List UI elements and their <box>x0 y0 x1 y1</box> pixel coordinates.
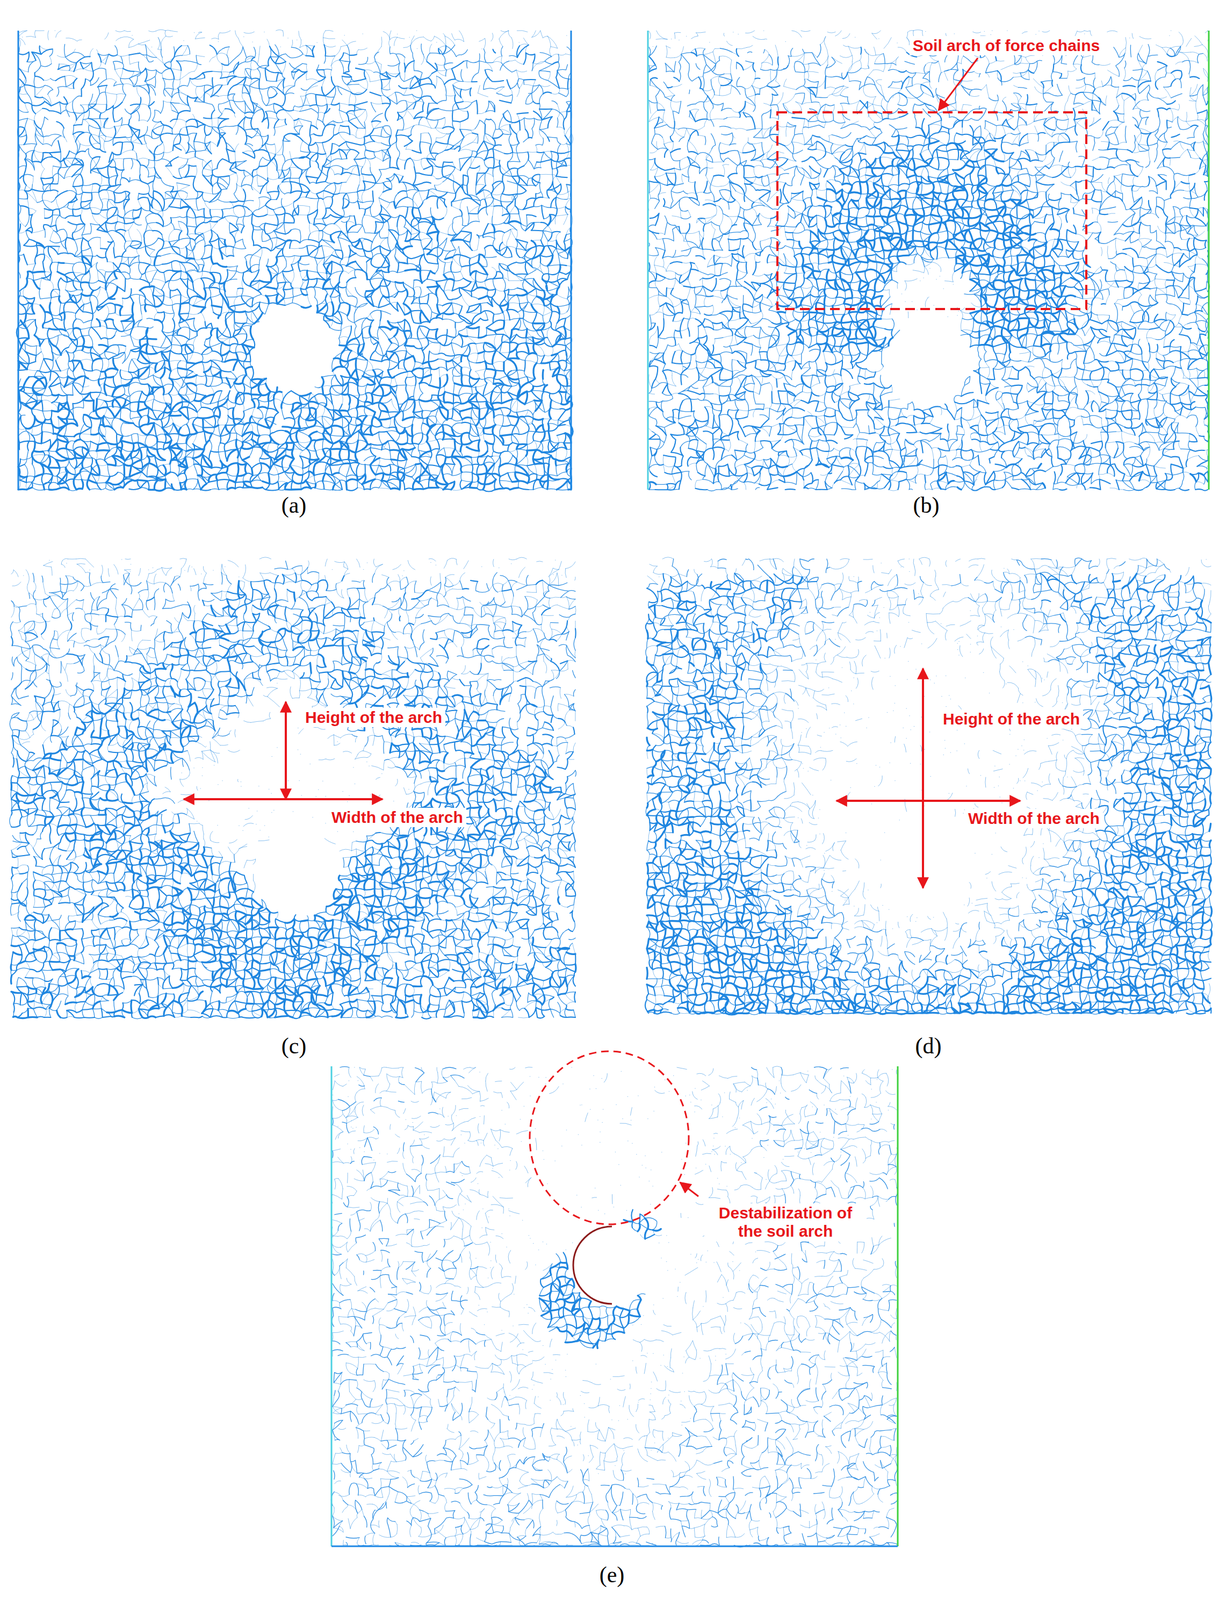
height-arrow <box>284 701 287 799</box>
annotation-label: Height of the arch <box>301 707 446 728</box>
annotation-label: Destabilization of the soil arch <box>704 1202 867 1242</box>
annotation-label: Height of the arch <box>939 709 1084 730</box>
force-chain <box>647 30 1210 492</box>
force-chain <box>539 1217 661 1348</box>
model-walls <box>18 30 1209 1546</box>
force-chain <box>646 557 1211 1015</box>
force-chain <box>11 572 576 1019</box>
force-chain <box>539 1209 655 1344</box>
force-chain <box>331 1065 899 1547</box>
arch-ellipse <box>529 1050 689 1224</box>
panel-label: (a) <box>281 492 307 518</box>
width-arrow <box>183 797 383 800</box>
force-chain <box>18 29 574 490</box>
force-chain <box>9 560 577 1019</box>
width-arrow <box>836 799 1021 802</box>
force-chains <box>9 29 1213 1547</box>
panel-label: (b) <box>913 492 940 518</box>
annotations <box>183 58 1087 1224</box>
force-chain <box>330 1066 898 1547</box>
leader-line <box>680 1181 699 1196</box>
panel-label: (e) <box>599 1561 625 1588</box>
leader-line <box>938 58 978 111</box>
force-chain <box>10 580 576 1019</box>
annotation-label: Width of the arch <box>328 807 467 828</box>
force-chain <box>646 573 1213 1015</box>
panel-label: (d) <box>915 1032 942 1059</box>
annotation-label: Soil arch of force chains <box>909 35 1103 56</box>
force-chain <box>645 573 1213 1015</box>
annotation-label: Width of the arch <box>964 808 1103 829</box>
height-arrow <box>921 668 925 888</box>
arch-box <box>777 112 1087 309</box>
panel-label: (c) <box>281 1032 307 1059</box>
force-chain <box>18 201 573 491</box>
force-chain <box>648 44 1210 491</box>
force-chain <box>645 557 1213 1015</box>
